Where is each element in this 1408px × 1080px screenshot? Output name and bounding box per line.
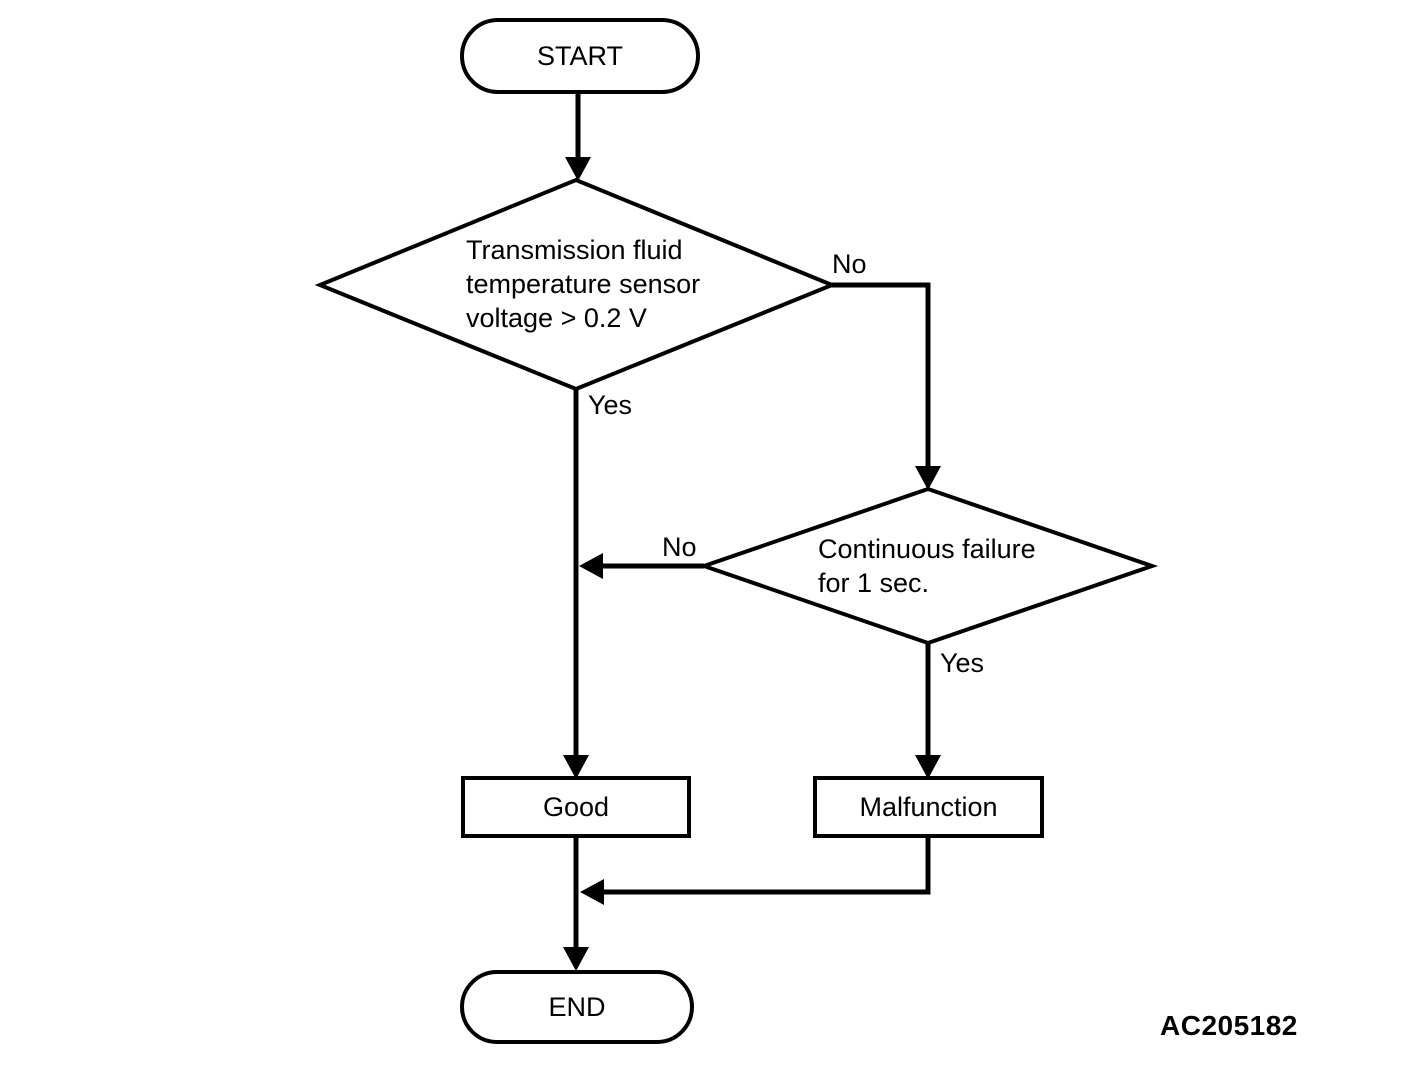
edge-decision1-no-to-decision2 <box>830 282 941 490</box>
end-node-shape <box>460 970 694 1044</box>
decision2-label-line1: Continuous failure <box>818 534 1036 564</box>
decision1-label-line1: Transmission fluid <box>466 235 683 265</box>
edge-decision2-no-to-main-line <box>579 553 704 579</box>
start-node-label: START <box>536 40 623 71</box>
decision1-label-line3: voltage > 0.2 V <box>466 303 647 333</box>
edge-decision1-yes-to-good <box>563 388 589 779</box>
edge-good-to-end <box>563 836 589 971</box>
decision1-no-label: No <box>832 249 867 279</box>
decision2-label: Continuous failure for 1 sec. <box>818 532 1036 600</box>
figure-code: AC205182 <box>1160 1010 1298 1041</box>
malfunction-node-label: Malfunction <box>859 791 998 822</box>
malfunction-node-shape <box>813 776 1044 838</box>
decision2-no-label: No <box>662 532 697 562</box>
end-node-label: END <box>548 991 606 1022</box>
decision2-label-line2: for 1 sec. <box>818 568 930 598</box>
decision1-label: Transmission fluid temperature sensor vo… <box>466 233 700 335</box>
start-node-shape <box>460 18 700 94</box>
decision1-yes-label: Yes <box>588 390 633 420</box>
edge-start-to-decision1 <box>565 90 591 181</box>
edge-malfunction-to-merge <box>580 836 931 905</box>
decision1-label-line2: temperature sensor <box>466 269 701 299</box>
decision1-diamond-shape <box>314 177 838 392</box>
good-node-shape <box>461 776 691 838</box>
good-node-label: Good <box>542 791 610 822</box>
decision2-yes-label: Yes <box>940 648 985 678</box>
edge-decision2-yes-to-malfunction <box>915 642 941 779</box>
decision2-diamond-shape <box>697 486 1159 646</box>
